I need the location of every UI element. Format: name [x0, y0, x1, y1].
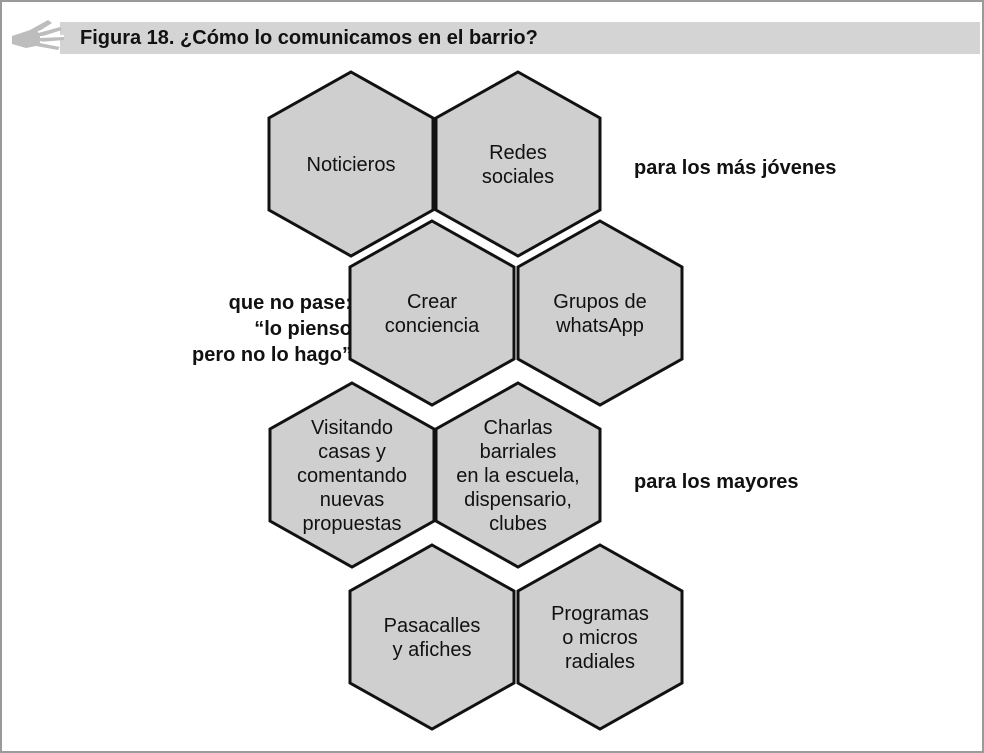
hexagon-label-line: Charlas [484, 417, 553, 439]
hexagon-shape [516, 219, 684, 407]
hexagon-label-line: nuevas [320, 489, 385, 511]
hand-icon [12, 20, 65, 50]
hexagon-label-line: Redes [489, 142, 547, 164]
hexagon-shape [434, 381, 602, 569]
hexagon-label-line: Pasacalles [384, 615, 481, 637]
label-young-audience: para los más jóvenes [634, 157, 837, 179]
hexagon-label-line: clubes [489, 513, 547, 535]
hexagon-label-line: radiales [565, 651, 635, 673]
hexagon-label-line: o micros [562, 627, 638, 649]
hexagon-label-line: dispensario, [464, 489, 572, 511]
hexagon-label-line: Programas [551, 603, 649, 625]
hexagon-label-line: comentando [297, 465, 407, 487]
awareness-line: pero no lo hago” [192, 344, 352, 366]
awareness-line: “lo pienso [254, 318, 352, 340]
hexagon-label-line: Crear [407, 291, 457, 313]
hexagon-label-line: Visitando [311, 417, 393, 439]
hexagon-shape [267, 70, 435, 258]
hexagon-shape [516, 543, 684, 731]
label-awareness-goal: que no pase: “lo pienso pero no lo hago” [172, 290, 352, 368]
hexagon-label-line: casas y [318, 441, 386, 463]
figure-title: Figura 18. ¿Cómo lo comunicamos en el ba… [80, 27, 538, 49]
hexagon-shape [434, 70, 602, 258]
hexagon-label-line: barriales [480, 441, 557, 463]
hexagon-label-line: en la escuela, [456, 465, 579, 487]
hexagon-label-line: Noticieros [307, 154, 396, 176]
awareness-line: que no pase: [228, 292, 352, 314]
label-older-audience: para los mayores [634, 471, 799, 493]
hexagon-label-line: propuestas [303, 513, 402, 535]
hexagon-shape [268, 381, 436, 569]
title-bar [60, 22, 980, 54]
hexagon-label-line: conciencia [385, 315, 480, 337]
hexagon-label-line: whatsApp [555, 315, 644, 337]
hexagon-noticieros: Noticieros [267, 70, 435, 258]
hexagon-label-line: y afiches [393, 639, 472, 661]
hexagon-label-line: Grupos de [553, 291, 646, 313]
hexagon-shape [348, 219, 516, 407]
hexagon-shape [348, 543, 516, 731]
hexagon-label-line: sociales [482, 166, 554, 188]
